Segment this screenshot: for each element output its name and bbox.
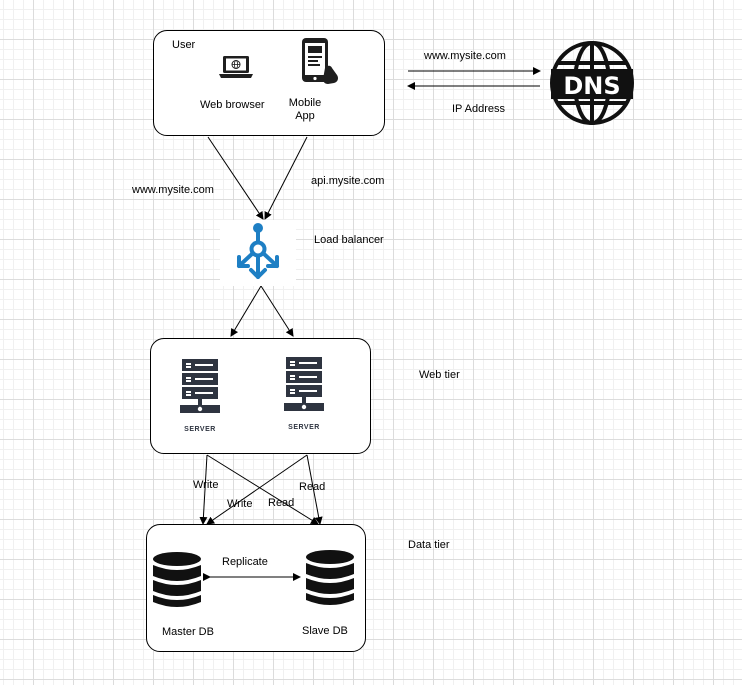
user-group-title: User <box>172 39 196 51</box>
arrow-browser-to-lb <box>207 136 264 220</box>
app-to-lb-label: api.mysite.com <box>311 175 385 187</box>
load-balancer-label: Load balancer <box>314 234 384 246</box>
read-label-1: Read <box>299 481 326 493</box>
arrow-lb-to-server-2 <box>260 285 294 337</box>
arrow-app-to-lb <box>264 136 308 220</box>
user-group-box <box>153 30 385 136</box>
server-2-icon <box>284 357 324 411</box>
mobile-app-label: Mobile App <box>283 97 327 123</box>
arrow-server-1-read <box>206 454 319 525</box>
web-browser-label: Web browser <box>200 99 265 111</box>
server-1-icon <box>180 359 220 413</box>
dns-icon-text: DNS <box>563 72 620 100</box>
write-label-2: Write <box>227 498 253 510</box>
server-2-label: SERVER <box>288 424 320 431</box>
dns-response-label: IP Address <box>452 103 505 115</box>
replicate-label: Replicate <box>222 556 268 568</box>
mobile-app-label-line1: Mobile <box>288 97 322 109</box>
master-db-icon <box>153 552 201 607</box>
arrow-server-2-read <box>306 454 323 525</box>
web-tier-label: Web tier <box>419 369 460 381</box>
server-1-label: SERVER <box>184 426 216 433</box>
slave-db-label: Slave DB <box>302 625 348 637</box>
dns-request-label: www.mysite.com <box>424 50 506 62</box>
write-label-1: Write <box>193 479 219 491</box>
read-label-2: Read <box>268 497 295 509</box>
data-tier-label: Data tier <box>408 539 450 551</box>
master-db-label: Master DB <box>162 626 214 638</box>
load-balancer-icon <box>237 223 279 279</box>
browser-to-lb-label: www.mysite.com <box>132 184 214 196</box>
dns-globe-icon: DNS <box>550 41 634 125</box>
arrow-server-2-write <box>206 454 308 525</box>
mobile-app-icon <box>302 38 338 84</box>
laptop-icon <box>219 56 253 78</box>
arrow-server-1-write <box>199 454 208 525</box>
arrow-lb-to-server-1 <box>230 285 262 337</box>
slave-db-icon <box>306 550 354 605</box>
mobile-app-label-line2: App <box>295 110 315 122</box>
